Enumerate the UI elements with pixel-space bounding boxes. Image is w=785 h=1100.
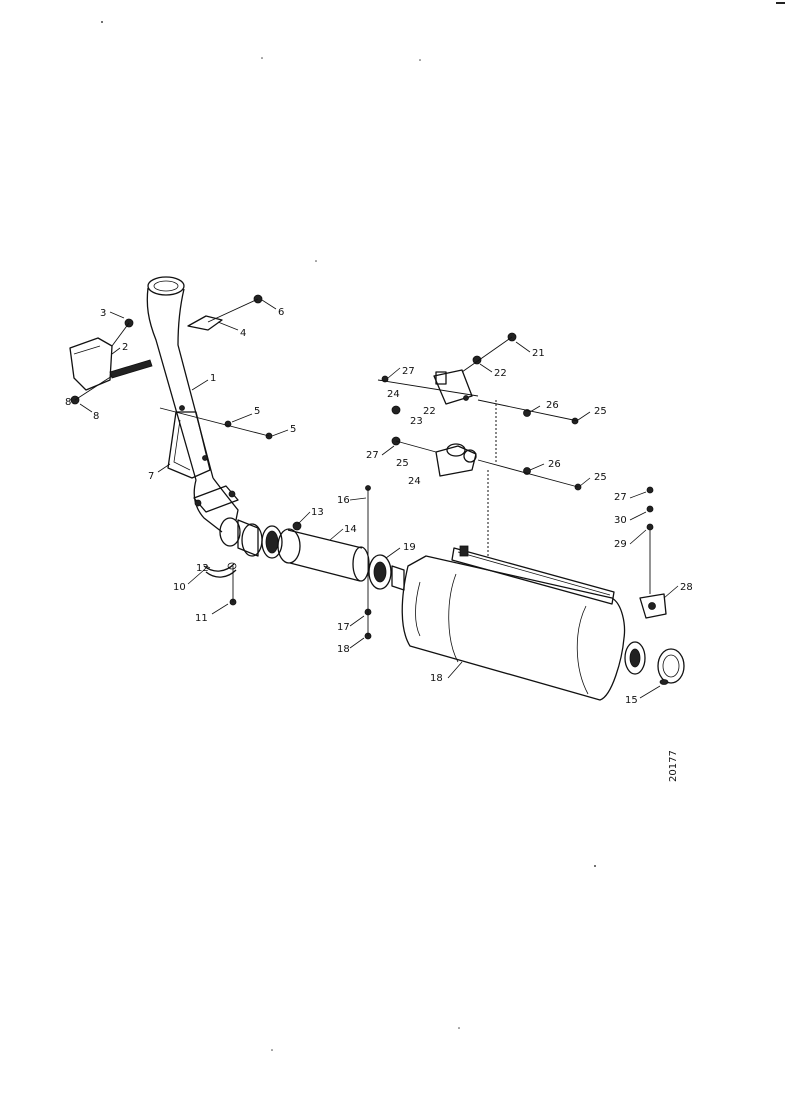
- callout-22a: 22: [494, 368, 507, 379]
- muffler: [401, 555, 646, 701]
- callout-21: 21: [532, 348, 545, 359]
- callout-11: 11: [195, 613, 208, 624]
- callout-25a: 25: [594, 406, 607, 417]
- callout-1: 1: [210, 373, 216, 384]
- callout-8b: 8: [65, 397, 71, 408]
- callout-16: 16: [337, 495, 350, 506]
- callout-29: 29: [614, 539, 627, 550]
- callout-26a: 26: [546, 400, 559, 411]
- callout-23: 23: [410, 416, 423, 427]
- callout-13: 13: [311, 507, 324, 518]
- fasteners: [70, 294, 654, 640]
- heat-shield-plate: [69, 337, 153, 391]
- callout-18b: 18: [430, 673, 443, 684]
- callout-22b: 22: [423, 406, 436, 417]
- callout-10: 10: [173, 582, 186, 593]
- rear-hanger: [639, 528, 667, 619]
- muffler-inlet-clamp: [368, 554, 405, 591]
- clamp-bracket: [187, 315, 223, 331]
- callout-8a: 8: [93, 411, 99, 422]
- drawing-reference-number: 20177: [668, 750, 679, 782]
- callout-leaders: [79, 299, 679, 699]
- callout-15: 15: [625, 695, 638, 706]
- callout-14: 14: [344, 524, 357, 535]
- callout-12: 12: [196, 563, 209, 574]
- callout-27b: 27: [366, 450, 379, 461]
- callout-24a: 24: [387, 389, 400, 400]
- flange-clamp: [193, 485, 239, 513]
- callout-3: 3: [100, 308, 106, 319]
- callout-27a: 27: [402, 366, 415, 377]
- callout-5b: 5: [290, 424, 296, 435]
- assembly-lines: [74, 298, 579, 636]
- callout-numbers: 3 2 4 6 1 5 5 8 7 12 10 11 13 14 16 19 1…: [65, 307, 693, 706]
- callout-28: 28: [680, 582, 693, 593]
- callout-4: 4: [240, 328, 246, 339]
- callout-7: 7: [148, 471, 154, 482]
- callout-5a: 5: [254, 406, 260, 417]
- callout-25c: 25: [594, 472, 607, 483]
- callout-19: 19: [403, 542, 416, 553]
- hanger-clip: [203, 562, 237, 578]
- callout-25b: 25: [396, 458, 409, 469]
- scan-specks: [101, 2, 785, 1051]
- lower-hanger-bracket: [435, 443, 477, 477]
- callout-24b: 24: [408, 476, 421, 487]
- callout-6: 6: [278, 307, 284, 318]
- intermediate-pipe: [237, 519, 370, 582]
- tail-clamp-ring: [657, 648, 685, 685]
- callout-27c: 27: [614, 492, 627, 503]
- pipe-support-bracket: [167, 405, 211, 479]
- callout-2: 2: [122, 342, 128, 353]
- callout-26b: 26: [548, 459, 561, 470]
- upper-hanger-bracket: [433, 369, 473, 405]
- callout-30: 30: [614, 515, 627, 526]
- callout-18a: 18: [337, 644, 350, 655]
- callout-17: 17: [337, 622, 350, 633]
- muffler-mounting-rail: [451, 545, 615, 605]
